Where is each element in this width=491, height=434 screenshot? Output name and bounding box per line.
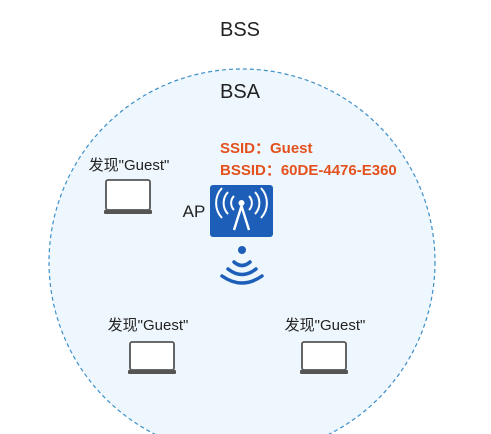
bsa-label: BSA bbox=[220, 81, 261, 103]
laptop-icon bbox=[300, 341, 348, 374]
client-label-1: 发现"Guest" bbox=[89, 157, 170, 174]
laptop-icon bbox=[104, 179, 152, 214]
bss-label: BSS bbox=[220, 19, 260, 41]
wifi-access-point-icon bbox=[210, 185, 273, 237]
laptop-icon bbox=[128, 341, 176, 374]
client-label-3: 发现"Guest" bbox=[285, 317, 366, 334]
wifi-signal-icon bbox=[220, 246, 264, 285]
bssid-text: BSSID：60DE-4476-E360 bbox=[220, 162, 397, 179]
client-label-2: 发现"Guest" bbox=[108, 317, 189, 334]
ssid-text: SSID：Guest bbox=[220, 140, 313, 157]
ap-label: AP bbox=[183, 202, 206, 221]
